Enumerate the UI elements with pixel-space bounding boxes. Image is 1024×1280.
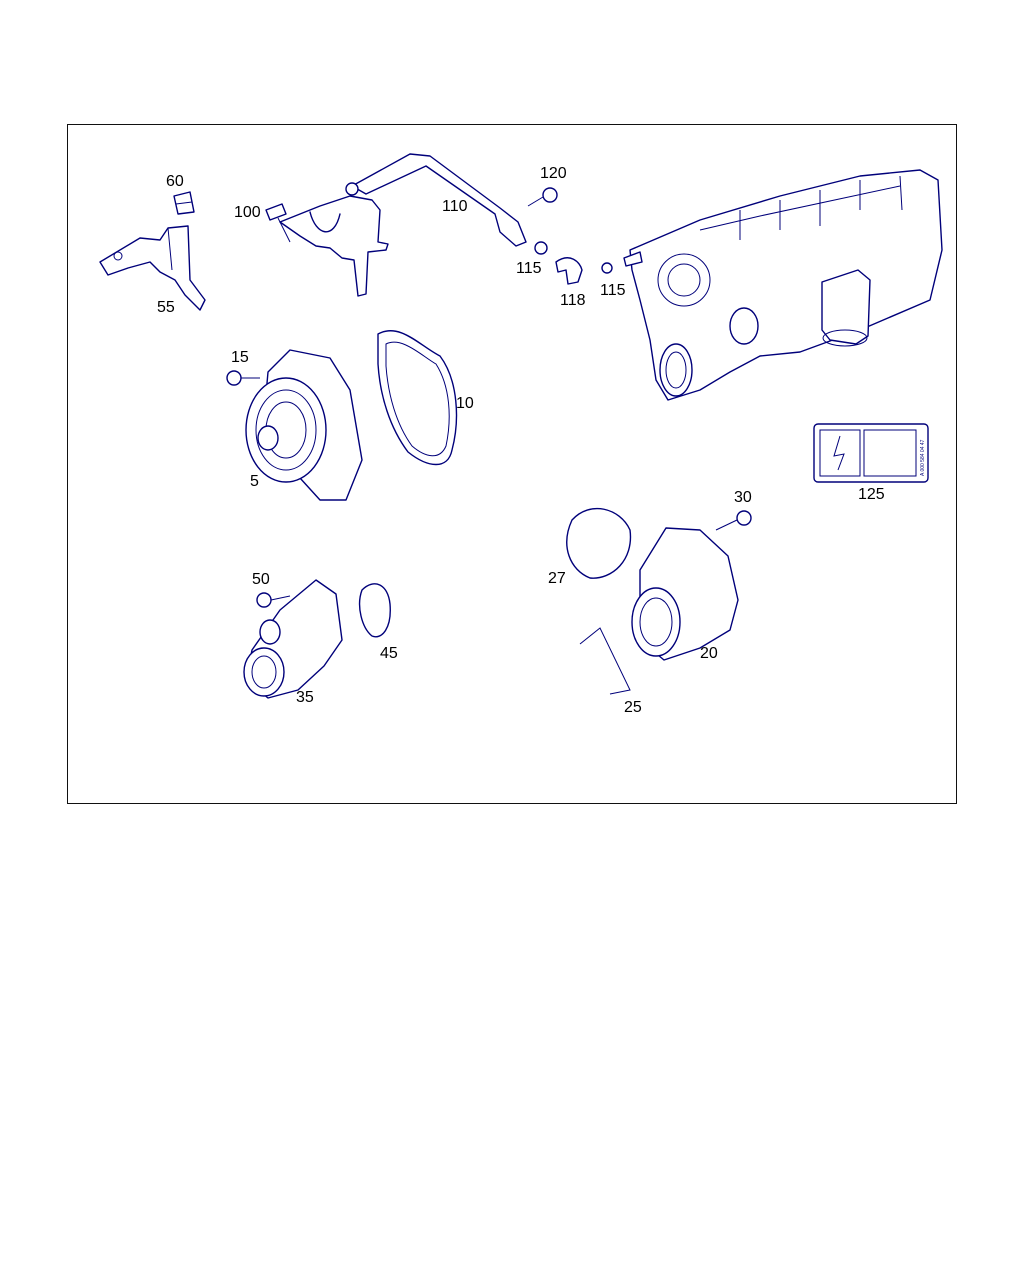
- part-label-5: 5: [250, 473, 259, 490]
- part-label-10: 10: [456, 395, 474, 412]
- part-label-110: 110: [442, 198, 468, 215]
- bolt-30: [715, 510, 752, 531]
- clamp-115b: [601, 262, 613, 274]
- bolt-50: [256, 592, 291, 608]
- gasket-10: [377, 330, 458, 466]
- part-label-125: 125: [858, 486, 885, 503]
- diagram-frame: [67, 124, 957, 804]
- part-label-20: 20: [700, 645, 718, 662]
- pipe-110: [279, 153, 527, 297]
- wire-clip-25: [579, 627, 631, 695]
- outlet-35: [243, 579, 343, 699]
- bracket-55: [99, 225, 206, 311]
- part-label-55: 55: [157, 299, 175, 316]
- part-label-115: 115: [516, 260, 542, 277]
- part-label-35: 35: [296, 689, 314, 706]
- warning-label-125: [813, 423, 929, 483]
- hose-118: [555, 257, 583, 285]
- part-label-60: 60: [166, 173, 184, 190]
- bolt-120: [527, 187, 558, 207]
- bolt-15: [226, 370, 260, 386]
- part-label-120: 120: [540, 165, 567, 182]
- seal-27: [566, 507, 632, 579]
- part-label-27: 27: [548, 570, 566, 587]
- part-label-118: 118: [560, 292, 586, 309]
- clamp-115a: [534, 241, 548, 255]
- part-label-100: 100: [234, 204, 261, 221]
- part-label-30: 30: [734, 489, 752, 506]
- part-label-50: 50: [252, 571, 270, 588]
- clip-60: [173, 191, 195, 215]
- coolant-housing: [623, 169, 943, 401]
- water-pump-5: [245, 349, 363, 501]
- part-label-15: 15: [231, 349, 249, 366]
- part-label-45: 45: [380, 645, 398, 662]
- part-label-25: 25: [624, 699, 642, 716]
- part-label-115-b: 115: [600, 282, 626, 299]
- seal-45: [358, 583, 391, 638]
- thermostat-housing-20: [631, 527, 739, 661]
